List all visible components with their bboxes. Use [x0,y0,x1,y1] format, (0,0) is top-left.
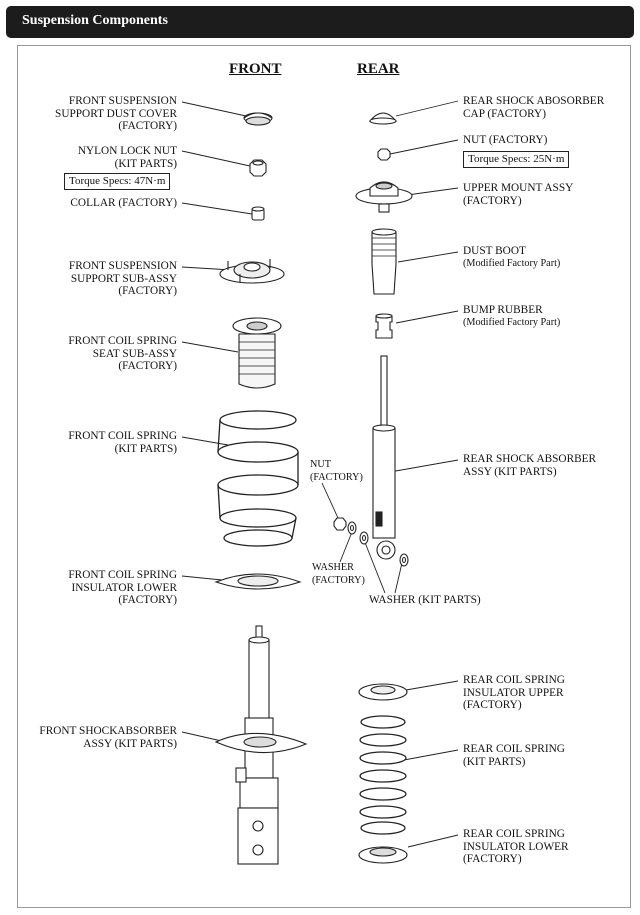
label-dust-boot: DUST BOOT(Modified Factory Part) [463,245,561,269]
leader-front-coil-spring [181,436,229,446]
rear-coil-spring-shape [359,715,407,835]
rear-shock-rod [380,355,388,431]
leader-rear-insulator-lower [407,834,459,848]
rear-column-heading: REAR [357,61,400,77]
leader-washer-factory [339,531,353,563]
bump-rubber-shape [375,315,393,339]
rear-nut-shape [377,148,391,161]
torque-spec-front: Torque Specs: 47N·m [64,173,171,190]
leader-rear-nut [389,139,459,155]
dust-boot-shape [371,231,397,295]
label-washer-kit: WASHER (KIT PARTS) [369,594,481,606]
leader-front-dust-cover [181,101,247,117]
lower-nut-shape [333,517,347,531]
label-washer-factory: WASHER(FACTORY) [312,562,365,586]
diagram-frame [17,45,631,908]
leader-washer-kit-a [363,539,386,594]
leader-rear-shock-cap [395,100,459,117]
label-rear-coil-spring: REAR COIL SPRING(KIT PARTS) [463,743,565,768]
leader-collar [181,202,253,215]
label-upper-mount: UPPER MOUNT ASSY(FACTORY) [463,182,574,207]
label-rear-nut: NUT (FACTORY) [463,134,548,146]
label-lower-nut: NUT(FACTORY) [310,459,363,483]
label-front-coil-spring: FRONT COIL SPRING(KIT PARTS) [68,430,177,455]
leader-rear-shock [389,459,459,473]
leader-dust-boot [397,251,459,263]
leader-washer-kit-b [394,562,403,594]
leader-bump-rubber [395,310,459,324]
header-bar: Suspension Components [6,6,634,38]
label-collar: COLLAR (FACTORY) [70,197,177,209]
torque-spec-rear: Torque Specs: 25N·m [463,151,570,168]
leader-nylon-nut [181,150,251,167]
front-coil-spring-shape [217,410,299,547]
leader-rear-insulator-upper [405,680,459,691]
front-column-heading: FRONT [229,61,282,77]
leader-lower-nut [321,482,339,519]
label-nylon-lock-nut: NYLON LOCK NUT(KIT PARTS) [77,145,177,170]
leader-rear-coil-spring [403,749,459,761]
leader-front-spring-seat [181,341,239,353]
page-title: Suspension Components [22,13,168,28]
label-bump-rubber: BUMP RUBBER(Modified Factory Part) [463,304,561,328]
